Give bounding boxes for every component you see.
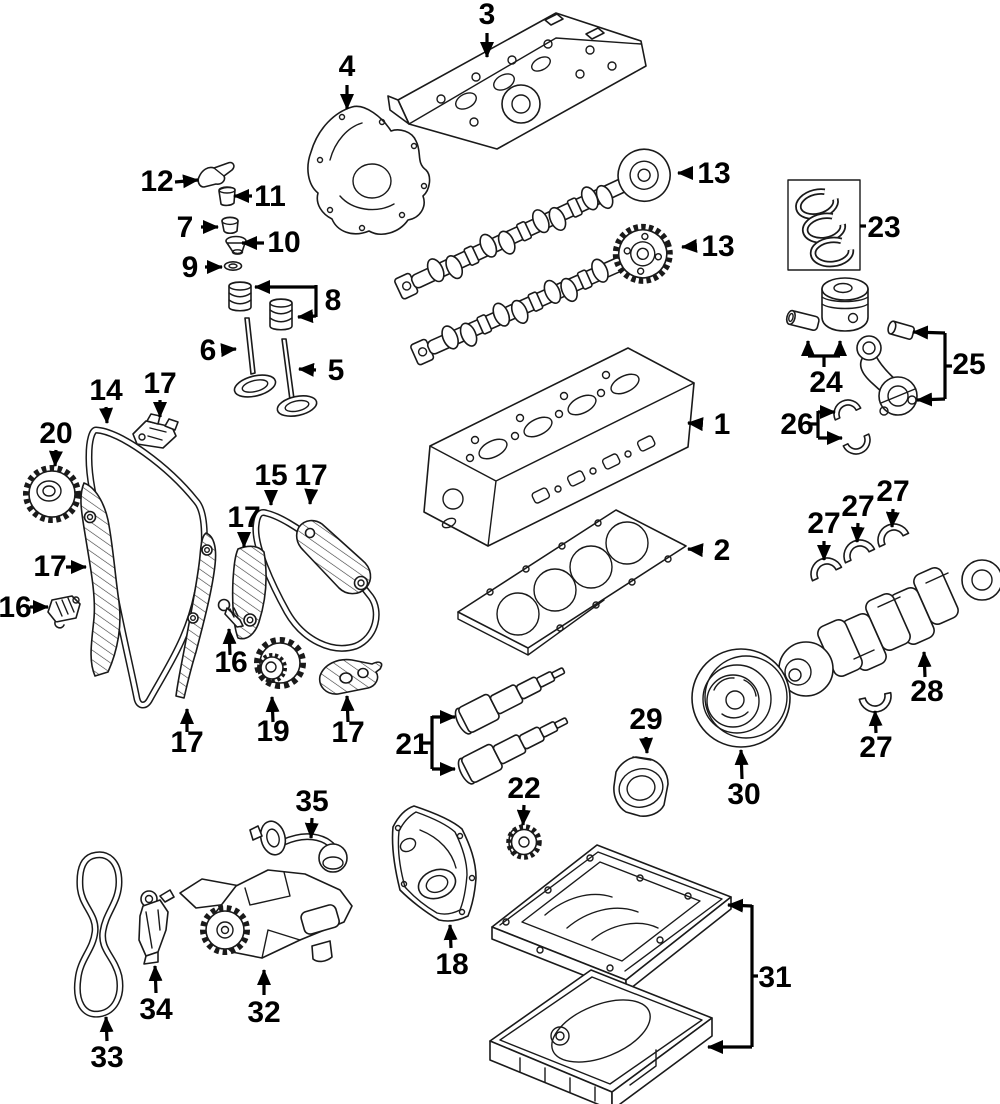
camshaft-intake bbox=[410, 223, 673, 366]
callout-15: 15 bbox=[254, 459, 287, 492]
main-bearings bbox=[810, 523, 910, 713]
balance-shafts bbox=[454, 667, 569, 785]
callout-34: 34 bbox=[139, 993, 173, 1026]
lower-timing-cover bbox=[391, 805, 477, 922]
piston-ring-set bbox=[787, 179, 861, 271]
callout-30: 30 bbox=[727, 778, 760, 811]
intake-valve bbox=[233, 317, 277, 398]
callout-27a: 27 bbox=[807, 507, 840, 540]
callout-25: 25 bbox=[952, 348, 985, 381]
connecting-rod bbox=[856, 320, 918, 416]
callout-29: 29 bbox=[629, 703, 662, 736]
valve-cover bbox=[387, 12, 647, 150]
primary-timing-chain bbox=[85, 426, 208, 709]
tensioner-bolt bbox=[217, 598, 244, 628]
chain-guide-upper bbox=[132, 413, 179, 449]
callout-21: 21 bbox=[395, 728, 428, 761]
callout-14: 14 bbox=[89, 374, 123, 407]
cylinder-head bbox=[423, 347, 695, 547]
callout-5: 5 bbox=[328, 354, 345, 387]
callout-17b: 17 bbox=[294, 459, 327, 492]
oil-pickup-tube bbox=[249, 820, 348, 873]
callout-13a: 13 bbox=[697, 157, 730, 190]
callout-10: 10 bbox=[267, 226, 300, 259]
idler-sprocket bbox=[23, 465, 81, 523]
callout-1: 1 bbox=[714, 408, 731, 441]
callout-27d: 27 bbox=[859, 731, 892, 764]
camshaft-exhaust bbox=[394, 148, 671, 300]
rear-main-seal bbox=[613, 756, 669, 817]
callout-13b: 13 bbox=[701, 230, 734, 263]
oil-pump bbox=[179, 869, 353, 963]
balance-sprocket bbox=[254, 637, 306, 689]
callout-9: 9 bbox=[182, 251, 199, 284]
callouts: 3 4 12 11 7 10 9 8 6 5 14 17 20 15 17 17… bbox=[0, 0, 986, 1074]
head-gasket bbox=[457, 509, 687, 656]
rocker-arm bbox=[197, 161, 235, 188]
callout-12: 12 bbox=[140, 165, 173, 198]
chain-guide-center bbox=[175, 532, 217, 699]
chain-guide-diagonal bbox=[295, 519, 372, 595]
hydraulic-lifter bbox=[218, 186, 236, 207]
oil-pan-lower bbox=[489, 969, 713, 1104]
callout-16b: 16 bbox=[214, 646, 247, 679]
balance-shaft-gear bbox=[506, 824, 542, 860]
oil-pan-upper bbox=[491, 844, 732, 993]
callout-35: 35 bbox=[295, 785, 328, 818]
upper-timing-cover bbox=[307, 105, 431, 235]
chain-guide-right-upper bbox=[231, 545, 267, 640]
callout-17a: 17 bbox=[143, 367, 176, 400]
valve-spring-retainer bbox=[225, 235, 247, 255]
valve-springs bbox=[228, 281, 293, 331]
callout-11: 11 bbox=[254, 180, 286, 213]
callout-6: 6 bbox=[200, 334, 217, 367]
chain-guide-left bbox=[80, 482, 121, 677]
valve-spring-cap bbox=[221, 216, 239, 235]
callout-7: 7 bbox=[177, 211, 194, 244]
callout-4: 4 bbox=[339, 50, 356, 83]
chain-guide-lower-right bbox=[318, 658, 383, 695]
crankshaft-pulley bbox=[691, 648, 791, 748]
callout-17f: 17 bbox=[170, 726, 203, 759]
callout-31: 31 bbox=[758, 961, 791, 994]
callout-20: 20 bbox=[39, 417, 72, 450]
callout-17c: 17 bbox=[227, 501, 260, 534]
callout-17d: 17 bbox=[33, 550, 66, 583]
callout-32: 32 bbox=[247, 996, 280, 1029]
callout-8: 8 bbox=[325, 284, 342, 317]
callout-2: 2 bbox=[714, 534, 731, 567]
oil-pump-chain-tensioner bbox=[138, 889, 175, 965]
callout-16a: 16 bbox=[0, 591, 32, 624]
crankshaft bbox=[778, 559, 1000, 697]
callout-27b: 27 bbox=[841, 490, 874, 523]
oil-pump-chain bbox=[73, 851, 124, 1018]
callout-28: 28 bbox=[910, 675, 943, 708]
exhaust-valve bbox=[276, 338, 318, 417]
callout-33: 33 bbox=[90, 1041, 123, 1074]
callout-22: 22 bbox=[507, 772, 540, 805]
parts-art bbox=[23, 12, 1000, 1104]
valve-spring-seat bbox=[223, 260, 243, 271]
callout-17e: 17 bbox=[331, 716, 364, 749]
callout-19: 19 bbox=[256, 715, 289, 748]
callout-3: 3 bbox=[479, 0, 496, 31]
callout-24: 24 bbox=[809, 366, 843, 399]
chain-tensioner bbox=[47, 595, 81, 629]
rod-bearings bbox=[833, 399, 871, 455]
callout-23: 23 bbox=[867, 211, 900, 244]
piston-and-pin bbox=[785, 277, 869, 332]
callout-18: 18 bbox=[435, 948, 468, 981]
callout-26: 26 bbox=[780, 408, 813, 441]
callout-27c: 27 bbox=[876, 475, 909, 508]
